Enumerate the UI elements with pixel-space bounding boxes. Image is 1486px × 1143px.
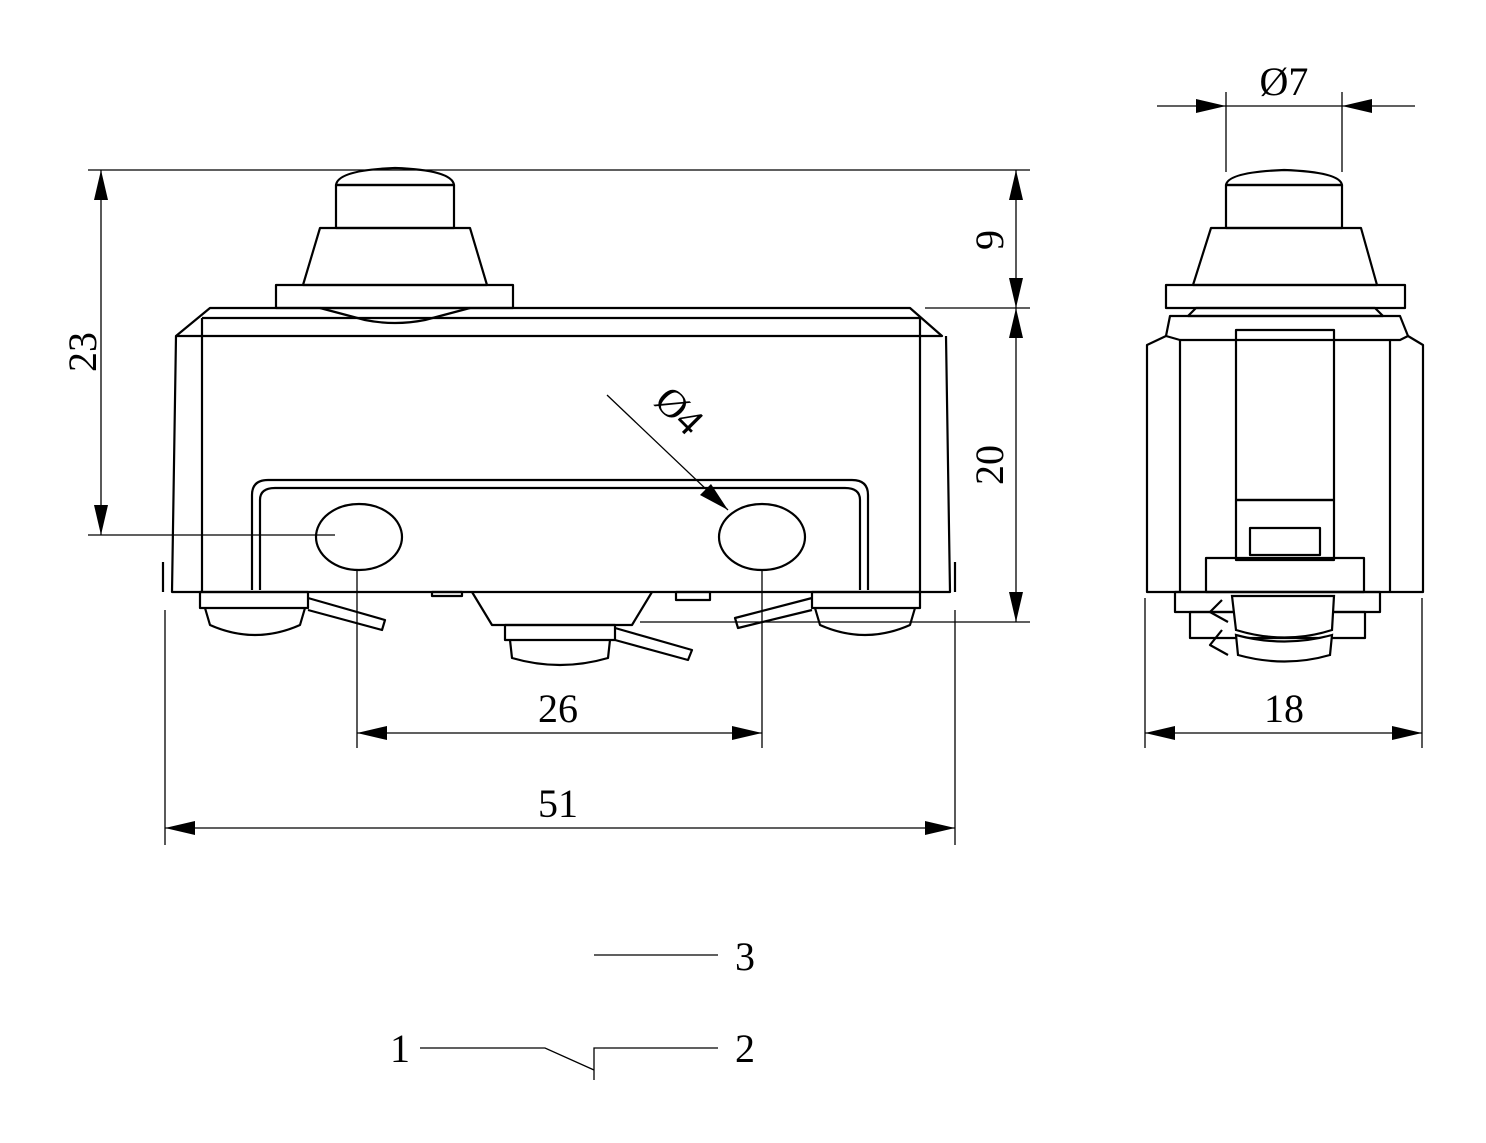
dim-9-label: 9 — [967, 230, 1012, 250]
terminal-1-label: 1 — [390, 1026, 410, 1071]
dimension-23: 23 — [60, 169, 1030, 536]
mounting-hole-left — [314, 502, 404, 572]
front-view — [161, 166, 957, 667]
dim-plunger-diameter-label: Ø7 — [1260, 59, 1309, 104]
side-view — [1145, 168, 1425, 663]
dim-hole-diameter-label: Ø4 — [646, 377, 712, 443]
switch-body — [161, 306, 957, 594]
dim-23-label: 23 — [60, 332, 105, 372]
dimension-plunger-diameter: Ø7 — [1157, 59, 1415, 172]
plunger — [274, 166, 515, 325]
dim-26-label: 26 — [538, 686, 578, 731]
dim-51-label: 51 — [538, 781, 578, 826]
dimension-hole-diameter: Ø4 — [606, 377, 729, 511]
dimension-51: 51 — [164, 610, 956, 845]
dimension-26: 26 — [356, 570, 763, 748]
dimension-18: 18 — [1144, 598, 1423, 748]
terminal-2-label: 2 — [735, 1026, 755, 1071]
dim-18-label: 18 — [1264, 686, 1304, 731]
terminals — [198, 590, 922, 667]
mounting-hole-right — [717, 502, 807, 572]
terminal-3-label: 3 — [735, 934, 755, 979]
dimension-9: 9 — [925, 170, 1030, 309]
dim-20-label: 20 — [967, 445, 1012, 485]
switch-schematic: 3 1 2 — [390, 934, 755, 1080]
dimension-20: 20 — [640, 308, 1030, 623]
